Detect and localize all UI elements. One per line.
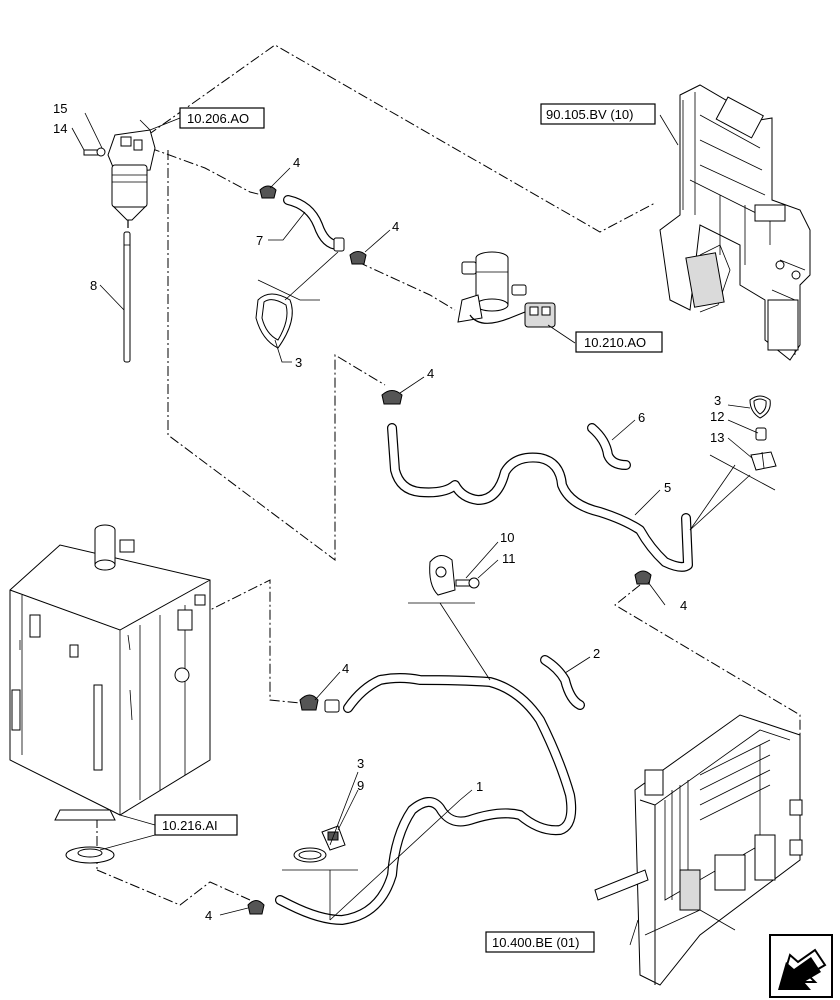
callout-14: 14: [53, 121, 67, 136]
callout-4-right: 4: [680, 598, 687, 613]
callout-4-bottom: 4: [205, 908, 212, 923]
ref-90105BV[interactable]: 90.105.BV (10): [540, 103, 656, 125]
callout-3-right: 3: [714, 393, 721, 408]
callout-1: 1: [476, 779, 483, 794]
hose-5: [381, 390, 693, 572]
clip-group-right: [749, 395, 777, 471]
dash-leader-lines: [96, 44, 801, 906]
ref-10206AO[interactable]: 10.206.AO: [179, 107, 265, 129]
ref-10210AO[interactable]: 10.210.AO: [575, 331, 663, 353]
hose-1: [247, 673, 577, 925]
fuel-filter-assembly: [83, 129, 156, 363]
callout-4-hose1: 4: [342, 661, 349, 676]
callout-labels: 15 14 8 7 4 4 3 4 6 3 12 13 5 10 11 4 4 …: [53, 101, 724, 923]
ref-10216AI[interactable]: 10.216.AI: [154, 814, 238, 836]
hydraulic-tank: [9, 524, 211, 864]
callout-4-hose5: 4: [427, 366, 434, 381]
callout-4-top-mid: 4: [392, 219, 399, 234]
callout-11: 11: [502, 551, 516, 566]
hose-6: [587, 423, 631, 470]
callout-2: 2: [593, 646, 600, 661]
callout-9: 9: [357, 778, 364, 793]
arrow-forward-icon[interactable]: [769, 934, 833, 998]
svg-text:10.400.BE (01): 10.400.BE (01): [492, 935, 579, 950]
svg-text:10.216.AI: 10.216.AI: [162, 818, 218, 833]
callout-15: 15: [53, 101, 67, 116]
hose-2: [540, 655, 585, 710]
hose-7: [283, 195, 345, 252]
callout-7: 7: [256, 233, 263, 248]
svg-text:10.210.AO: 10.210.AO: [584, 335, 646, 350]
callout-8: 8: [90, 278, 97, 293]
callout-12: 12: [710, 409, 724, 424]
svg-text:90.105.BV (10): 90.105.BV (10): [546, 107, 633, 122]
callout-13: 13: [710, 430, 724, 445]
bracket-10: [429, 555, 480, 596]
fuel-pump-assembly: [457, 251, 556, 328]
callout-3-bottom: 3: [357, 756, 364, 771]
svg-text:10.206.AO: 10.206.AO: [187, 111, 249, 126]
callout-10: 10: [500, 530, 514, 545]
ref-10400BE[interactable]: 10.400.BE (01): [485, 931, 595, 953]
callout-4-top-left: 4: [293, 155, 300, 170]
cooler-assembly: [594, 714, 803, 986]
callout-leaders: [71, 112, 776, 946]
callout-5: 5: [664, 480, 671, 495]
clamp-4-right: [634, 570, 652, 585]
clamp-group-bottom: [293, 825, 346, 863]
clamp-ring-3-left: [255, 293, 293, 349]
callout-3-left: 3: [295, 355, 302, 370]
callout-6: 6: [638, 410, 645, 425]
frame-assembly: [659, 84, 811, 361]
